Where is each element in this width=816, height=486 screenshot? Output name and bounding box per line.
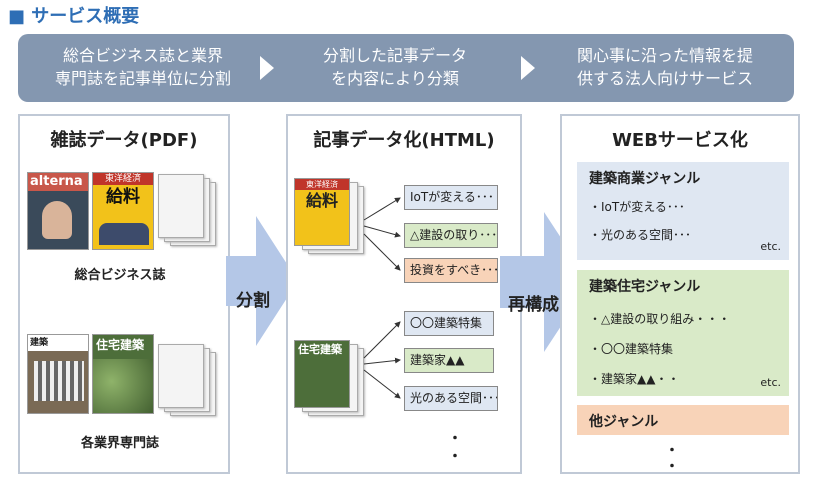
alterna-magazine-cover: alterna [27,172,89,250]
reconstruct-label: 再構成 [508,295,559,315]
trade-magazine-label: 各業界専門誌 [80,436,159,451]
etc-label: etc. [760,376,781,389]
genre-item: ・〇〇建築特集 [589,342,674,356]
article-pages-stack [158,174,204,238]
genre-residential: 建築住宅ジャンル ・△建設の取り組み・・・ ・〇〇建築特集 ・建築家▲▲・・ e… [577,270,789,396]
more-dots: ・ [665,443,679,459]
genre-title: 他ジャンル [589,414,659,430]
article-pages-stack [158,344,204,408]
toyo-keizai-magazine-cover: 東洋経済 給料 [294,178,350,246]
article-item: IoTが変える･･･ [404,185,498,210]
etc-label: etc. [760,240,781,253]
business-magazine-label: 総合ビジネス誌 [74,268,166,283]
split-label: 分割 [236,291,270,311]
panel-title: 記事データ化(HTML) [313,130,495,151]
kenchiku-magazine-cover: 建築 [27,334,89,414]
genre-item: ・建築家▲▲・・ [589,372,680,386]
genre-item: ・光のある空間･･･ [589,228,692,242]
jutaku-kenchiku-magazine-cover: 住宅建築 [92,334,154,414]
flow-step-1: 総合ビジネス誌と業界 専門誌を記事単位に分割 [54,46,231,88]
article-item: 投資をすべき･･･ [404,258,498,283]
panel-title: 雑誌データ(PDF) [50,130,198,151]
magazine-pdf-panel: 雑誌データ(PDF) [18,114,230,474]
split-arrow-icon [226,216,298,346]
genre-title: 建築住宅ジャンル [589,279,701,295]
genre-item: ・IoTが変える･･･ [589,200,685,214]
more-dots: ・ [665,459,679,475]
reconstruct-arrow-icon [500,212,590,352]
toyo-keizai-magazine-cover: 東洋経済 給料 [92,172,154,250]
article-item: △建設の取り･･･ [404,223,498,248]
genre-title: 建築商業ジャンル [589,171,701,187]
flow-step-3: 関心事に沿った情報を提 供する法人向けサービス [576,46,753,88]
flow-step-2: 分割した記事データ を内容により分類 [322,46,467,88]
genre-commercial: 建築商業ジャンル ・IoTが変える･･･ ・光のある空間･･･ etc. [577,162,789,260]
article-item: 光のある空間･･･ [404,386,498,411]
more-dots: ・ [448,449,462,465]
genre-other: 他ジャンル [577,405,789,435]
process-flow-banner: 総合ビジネス誌と業界 専門誌を記事単位に分割 分割した記事データ を内容により分… [18,34,794,102]
article-item: 〇〇建築特集 [404,311,494,336]
page-title: ■ サービス概要 [8,6,140,27]
chevron-right-icon [521,56,535,80]
more-dots: ・ [448,431,462,447]
branch-arrows [363,197,401,399]
article-item: 建築家▲▲ [404,348,494,373]
panel-title: WEBサービス化 [612,130,748,151]
genre-item: ・△建設の取り組み・・・ [589,312,731,326]
jutaku-kenchiku-magazine-cover: 住宅建築 [294,340,350,408]
chevron-right-icon [260,56,274,80]
